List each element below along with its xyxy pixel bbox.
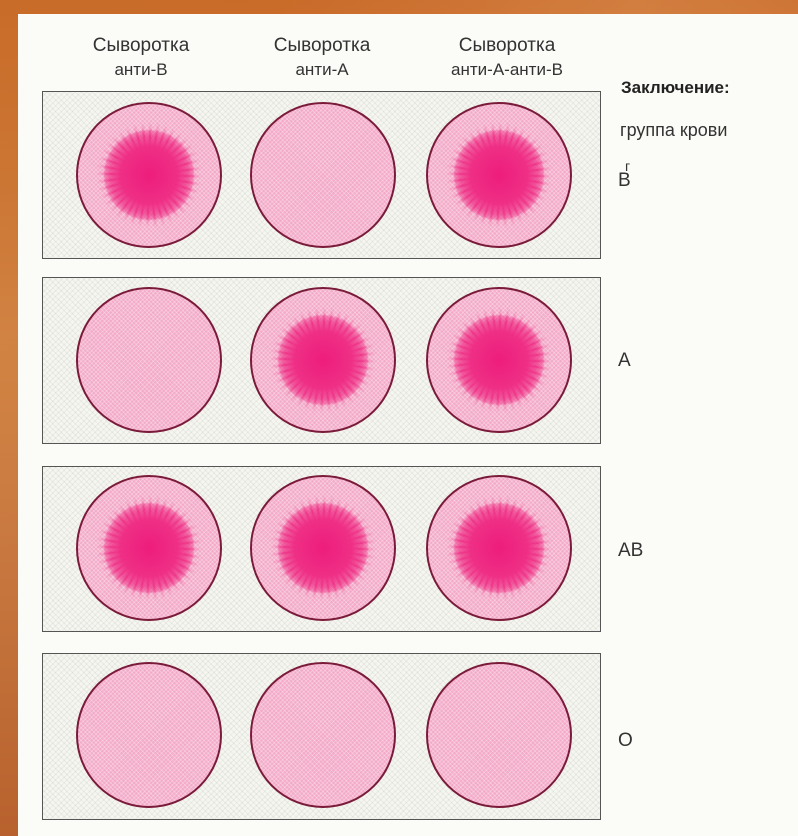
column-header-line1: Сыворотка: [237, 34, 407, 58]
well-agglutinated: [76, 102, 222, 248]
conclusion-title: Заключение:: [621, 78, 730, 98]
well-agglutinated: [426, 475, 572, 621]
well-agglutinated: [76, 475, 222, 621]
well-agglutinated: [426, 287, 572, 433]
well-agglutinated: [250, 287, 396, 433]
agglutination-clump: [104, 130, 195, 221]
column-header-anti-b: Сыворотка анти-B: [56, 34, 226, 82]
row-label-mark: г: [625, 158, 630, 174]
row-label-o: O: [618, 730, 633, 752]
agglutination-clump: [104, 503, 195, 594]
conclusion-subtitle: группа крови: [620, 120, 727, 141]
agglutination-clump: [454, 315, 545, 406]
row-label-ab: AB: [618, 540, 643, 562]
column-header-line1: Сыворотка: [414, 34, 600, 58]
well-agglutinated: [426, 102, 572, 248]
well-clear: [76, 662, 222, 808]
column-header-anti-a: Сыворотка анти-A: [237, 34, 407, 82]
column-header-line2: анти-A: [237, 58, 407, 82]
column-header-anti-ab: Сыворотка анти-А-анти-B: [414, 34, 600, 82]
well-clear: [250, 102, 396, 248]
well-agglutinated: [250, 475, 396, 621]
row-label-a: A: [618, 350, 631, 372]
column-header-line1: Сыворотка: [56, 34, 226, 58]
column-header-line2: анти-А-анти-B: [414, 58, 600, 82]
well-clear: [250, 662, 396, 808]
well-clear: [76, 287, 222, 433]
column-header-line2: анти-B: [56, 58, 226, 82]
agglutination-clump: [278, 503, 369, 594]
agglutination-clump: [278, 315, 369, 406]
agglutination-clump: [454, 503, 545, 594]
agglutination-clump: [454, 130, 545, 221]
well-clear: [426, 662, 572, 808]
